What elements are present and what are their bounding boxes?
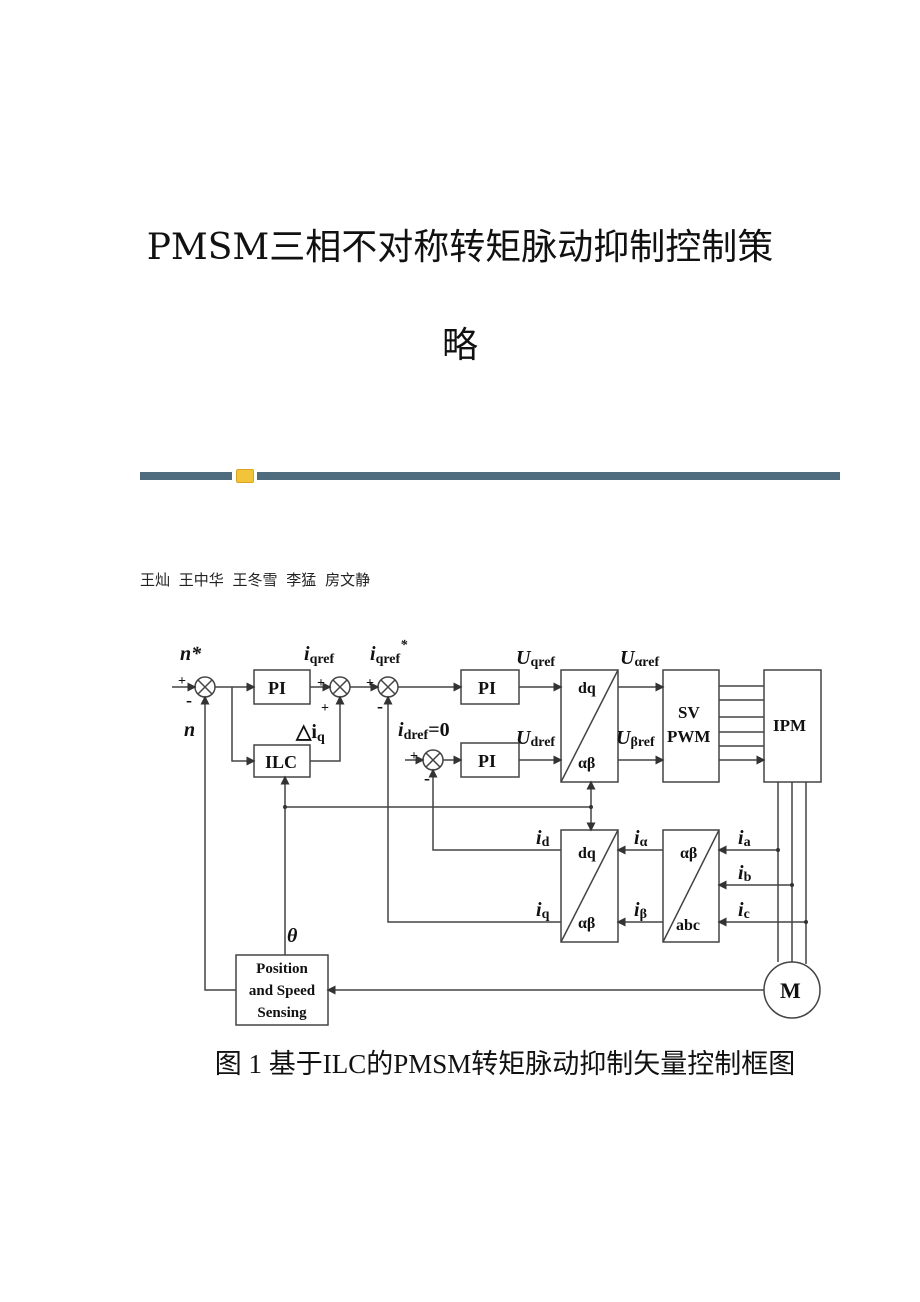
label-ialpha: iα bbox=[634, 827, 648, 850]
label-delta-iq: △iq bbox=[295, 721, 325, 745]
title-line-2: 略 bbox=[441, 325, 478, 366]
sensing-label: Sensing bbox=[257, 1005, 307, 1021]
sensing-label: and Speed bbox=[249, 983, 316, 999]
minus-sign: - bbox=[186, 690, 192, 710]
pwm-label: PWM bbox=[667, 727, 710, 746]
dq-label: dq bbox=[578, 680, 596, 697]
minus-sign: - bbox=[424, 768, 430, 788]
label-ubetaref: Uβref bbox=[616, 727, 655, 750]
sv-label: SV bbox=[678, 703, 700, 722]
label-ualpharef: Uαref bbox=[620, 647, 659, 670]
alphabeta-label: αβ bbox=[578, 915, 595, 932]
dq-label: dq bbox=[578, 845, 596, 862]
label-udref: Udref bbox=[516, 727, 555, 750]
alphabeta-label: αβ bbox=[680, 845, 697, 862]
summing-junction-id bbox=[422, 749, 444, 771]
figure-caption: 图 1 基于ILC的PMSM转矩脉动抑制矢量控制框图 bbox=[214, 1049, 796, 1079]
pi-speed-label: PI bbox=[268, 678, 286, 698]
plus-sign: + bbox=[410, 749, 418, 764]
label-ia: ia bbox=[738, 827, 751, 850]
label-iq: iq bbox=[536, 899, 550, 922]
pi-d-label: PI bbox=[478, 751, 496, 771]
plus-sign: + bbox=[317, 676, 325, 691]
pi-q-label: PI bbox=[478, 678, 496, 698]
plus-sign: + bbox=[178, 674, 186, 689]
title-line-1: PMSM三相不对称转矩脉动抑制控制策 bbox=[146, 227, 774, 268]
label-ic: ic bbox=[738, 899, 750, 922]
plus-sign: + bbox=[366, 676, 374, 691]
svpwm-block bbox=[662, 669, 720, 783]
minus-sign: - bbox=[377, 696, 383, 716]
summing-junction-iq-ref bbox=[377, 676, 399, 698]
authors: 王灿 王中华 王冬雪 李猛 房文静 bbox=[140, 571, 371, 589]
envelope-icon bbox=[236, 469, 254, 483]
divider-left bbox=[140, 472, 232, 480]
label-id: id bbox=[536, 827, 550, 850]
summing-junction-speed bbox=[194, 676, 216, 698]
label-iqref: iqref bbox=[304, 643, 335, 667]
abc-label: abc bbox=[676, 917, 700, 934]
divider-right bbox=[257, 472, 840, 480]
label-n: n bbox=[184, 719, 195, 741]
ilc-label: ILC bbox=[265, 752, 297, 772]
alphabeta-label: αβ bbox=[578, 755, 595, 772]
sensing-label: Position bbox=[256, 961, 308, 977]
label-ib: ib bbox=[738, 862, 752, 885]
label-n-star: n* bbox=[180, 643, 202, 665]
label-idref: idref=0 bbox=[398, 719, 450, 743]
plus-sign: + bbox=[321, 701, 329, 716]
summing-junction-iq bbox=[329, 676, 351, 698]
label-uqref: Uqref bbox=[516, 647, 555, 670]
motor-label: M bbox=[780, 978, 801, 1003]
ipm-label: IPM bbox=[773, 716, 806, 735]
label-ibeta: iβ bbox=[634, 899, 647, 922]
label-iqref-star: iqref* bbox=[370, 638, 408, 667]
label-theta: θ bbox=[287, 925, 298, 947]
